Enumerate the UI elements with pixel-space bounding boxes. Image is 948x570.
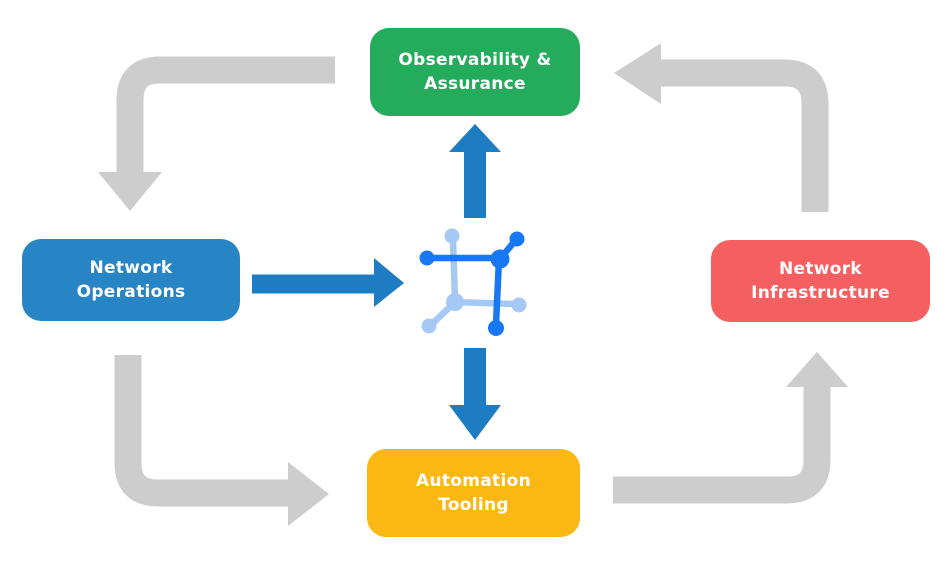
arrow-infrastructure-to-observability <box>614 43 829 212</box>
node-label-line: Tooling <box>438 495 509 515</box>
arrow-automation-to-infrastructure <box>613 352 848 504</box>
arrow-observability-to-operations <box>98 56 335 211</box>
arrow-operations-to-automation <box>114 355 329 526</box>
arrow-center-to-automation <box>449 348 501 440</box>
arrow-operations-to-center <box>252 258 404 307</box>
node-automation-tooling: Automation Tooling <box>367 449 580 537</box>
node-label-line: Automation <box>416 470 531 491</box>
node-label-line: Infrastructure <box>751 283 890 303</box>
node-label-line: Operations <box>76 282 186 302</box>
node-label-line: Observability & <box>398 49 552 70</box>
node-label-line: Network <box>778 258 863 279</box>
node-label-line: Assurance <box>424 74 526 94</box>
node-observability-assurance: Observability & Assurance <box>370 28 580 116</box>
node-label-line: Network <box>89 257 173 278</box>
node-network-operations: Network Operations <box>22 239 240 321</box>
node-network-infrastructure: Network Infrastructure <box>711 240 930 322</box>
arrow-center-to-observability <box>449 124 501 218</box>
network-nodes-icon <box>419 228 527 336</box>
